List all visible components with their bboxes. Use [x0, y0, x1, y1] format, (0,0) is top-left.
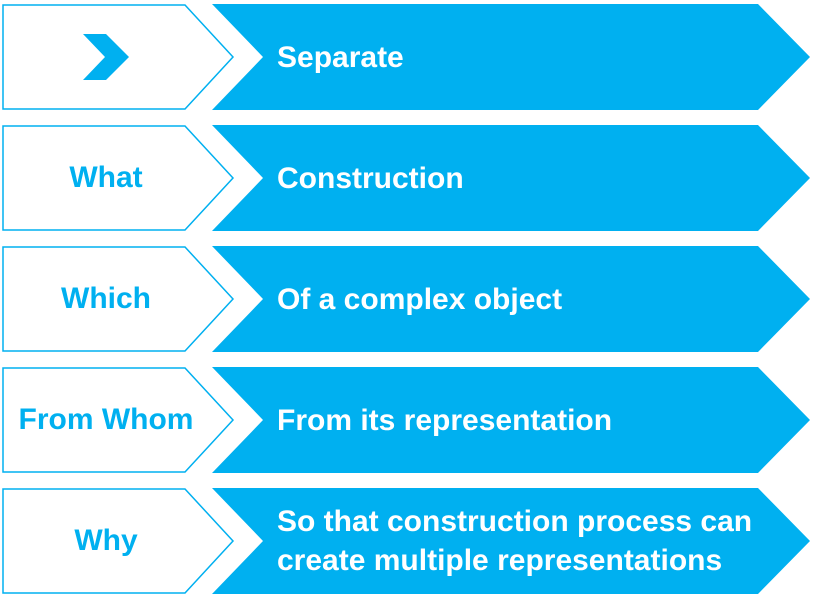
label-arrow-shape	[2, 246, 235, 352]
content-text: Of a complex object	[277, 282, 563, 316]
label-area	[2, 4, 210, 110]
diagram-row: From Whom From its representation	[0, 367, 814, 473]
content-arrow-shape: So that construction process can create …	[212, 488, 810, 594]
label-text: Which	[61, 282, 151, 315]
label-arrow-shape	[2, 125, 235, 231]
content-text: So that construction process can create …	[277, 505, 753, 577]
content-arrow-shape: Of a complex object	[212, 246, 810, 352]
label-text: What	[69, 161, 143, 194]
chevron-right-icon	[83, 34, 129, 80]
content-text: From its representation	[277, 403, 613, 437]
content-text: Construction	[277, 161, 464, 195]
diagram-row: What Construction	[0, 125, 814, 231]
content-text: Separate	[277, 40, 404, 74]
content-arrow-shape: From its representation	[212, 367, 810, 473]
label-text: Why	[74, 524, 138, 557]
diagram-row: Which Of a complex object	[0, 246, 814, 352]
content-arrow-shape: Construction	[212, 125, 810, 231]
content-arrow-shape: Separate	[212, 4, 810, 110]
label-text: From Whom	[18, 403, 194, 436]
label-arrow-shape	[2, 367, 235, 473]
diagram-row: Why So that construction process can cre…	[0, 488, 814, 594]
diagram-row: Separate	[0, 4, 814, 110]
label-arrow-shape	[2, 488, 235, 594]
